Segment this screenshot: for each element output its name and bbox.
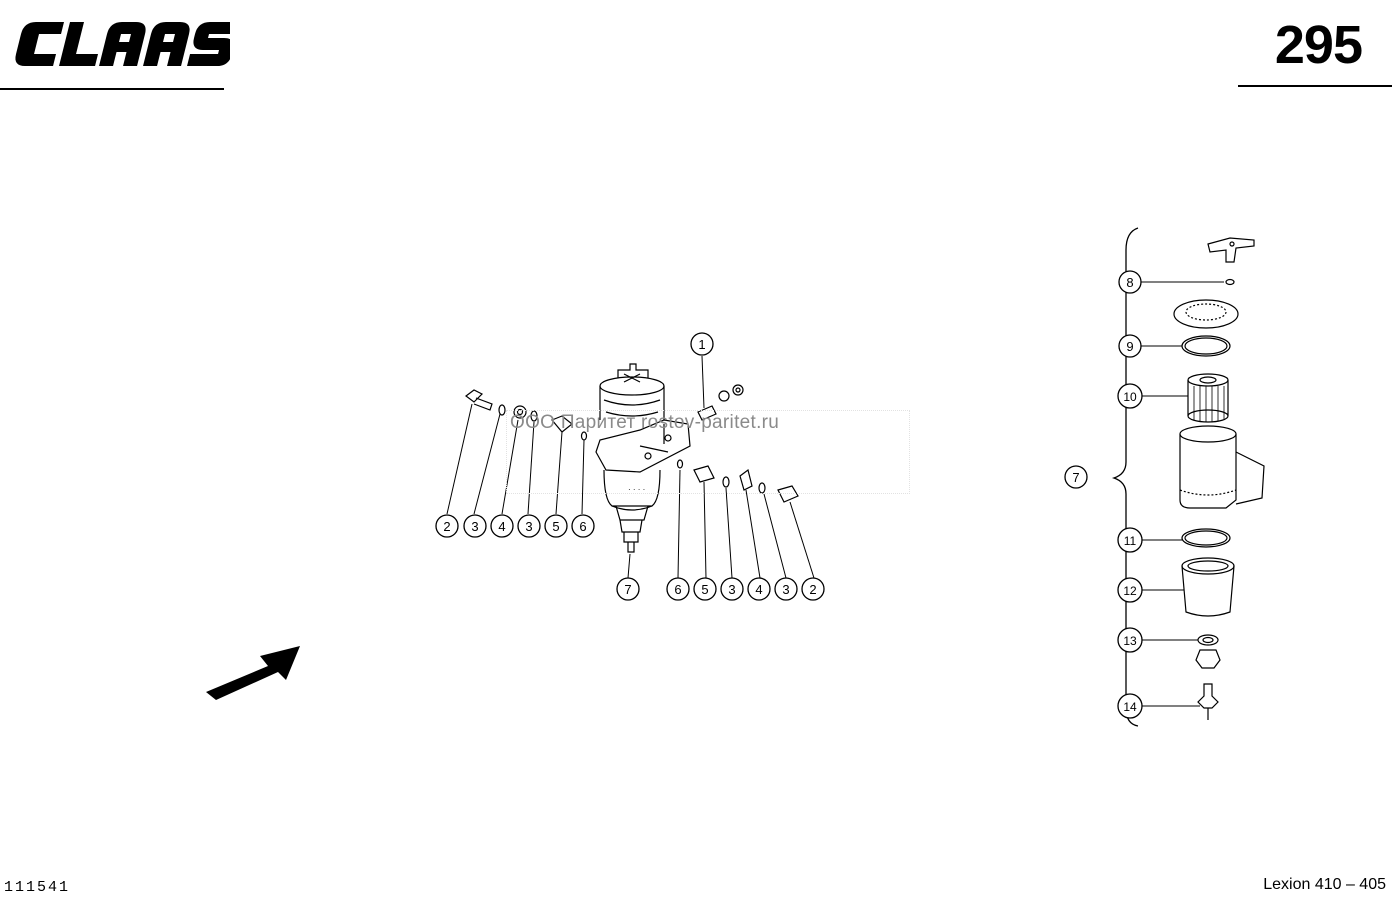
callout-label: 6 [674,582,681,597]
svg-text:· · · ·: · · · · [628,485,645,494]
callout-label: 1 [698,337,705,352]
callout-3 [720,577,744,601]
callout-label: 5 [701,582,708,597]
callout-5 [544,514,568,538]
callouts-detail [1064,270,1143,719]
callout-6 [571,514,595,538]
callout-label: 3 [728,582,735,597]
callout-7 [1064,465,1088,489]
callout-label: 7 [1072,470,1079,485]
document-code: 111541 [4,879,71,896]
callout-label: 13 [1123,634,1137,648]
callout-11 [1117,527,1143,553]
callout-10 [1117,383,1143,409]
callout-label: 4 [498,519,505,534]
callout-label: 10 [1123,390,1137,404]
callout-label: 11 [1124,534,1137,548]
callout-label: 2 [443,519,450,534]
callout-1 [690,332,714,356]
callout-14 [1117,693,1143,719]
claas-logo [15,22,230,66]
callout-label: 3 [525,519,532,534]
callout-label: 9 [1126,339,1133,354]
callout-label: 7 [624,582,631,597]
callout-3 [517,514,541,538]
callout-3 [463,514,487,538]
right-fittings-drawing [676,384,799,503]
callout-12 [1117,577,1143,603]
header-rule-right [1238,85,1392,87]
callout-3 [774,577,798,601]
callouts-left [435,332,825,601]
detail-parts-drawing [1173,237,1265,720]
callout-4 [490,514,514,538]
direction-arrow-icon [206,646,300,700]
callout-label: 5 [552,519,559,534]
model-label: Lexion 410 – 405 [1263,876,1386,893]
callout-label: 12 [1123,584,1137,598]
filter-assembly-drawing: · · · · [595,363,691,553]
callout-5 [693,577,717,601]
page-number: 295 [1274,15,1363,75]
callout-6 [666,577,690,601]
callout-label: 2 [809,582,816,597]
callout-8 [1118,270,1142,294]
callout-label: 4 [755,582,762,597]
header-rule-left [0,88,224,90]
callout-label: 14 [1123,700,1137,714]
callout-label: 8 [1126,275,1133,290]
callout-2 [435,514,459,538]
left-fittings-drawing [465,389,588,441]
callout-13 [1117,627,1143,653]
callout-label: 3 [471,519,478,534]
callout-label: 6 [579,519,586,534]
callout-7 [616,577,640,601]
callout-2 [801,577,825,601]
callout-label: 3 [782,582,789,597]
callout-4 [747,577,771,601]
callout-9 [1118,334,1142,358]
